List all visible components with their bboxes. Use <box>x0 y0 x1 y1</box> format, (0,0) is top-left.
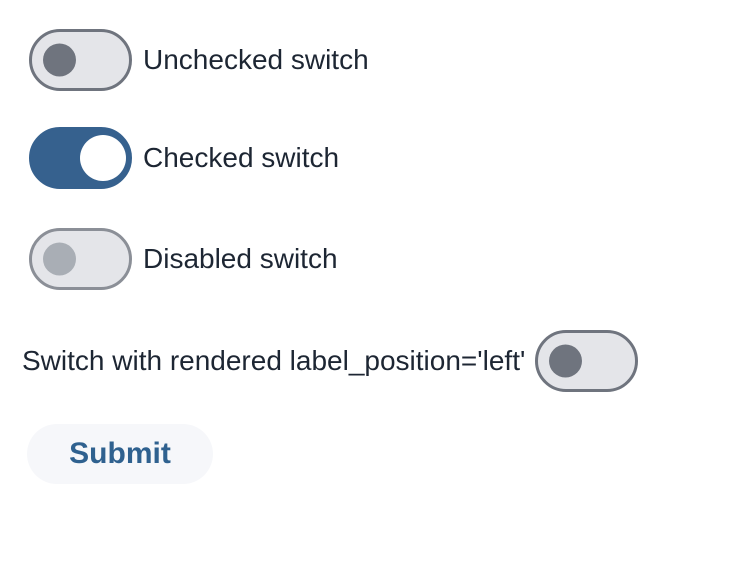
unchecked-switch-label: Unchecked switch <box>143 44 369 76</box>
switch-row-disabled: Disabled switch <box>29 228 338 290</box>
switch-knob <box>43 242 76 276</box>
switch-row-left-label: Switch with rendered label_position='lef… <box>22 330 639 392</box>
switch-knob <box>549 344 583 378</box>
left-label-switch-toggle[interactable] <box>535 330 639 392</box>
checked-switch-toggle[interactable] <box>29 127 132 189</box>
switch-knob <box>43 43 76 77</box>
disabled-switch-toggle <box>29 228 132 290</box>
checked-switch-label: Checked switch <box>143 142 340 174</box>
switch-knob <box>80 135 126 181</box>
submit-button[interactable]: Submit <box>27 424 213 484</box>
unchecked-switch-toggle[interactable] <box>29 29 132 91</box>
switch-row-unchecked: Unchecked switch <box>29 29 369 91</box>
disabled-switch-label: Disabled switch <box>143 243 338 275</box>
left-label-switch-label: Switch with rendered label_position='lef… <box>22 345 526 377</box>
switch-row-checked: Checked switch <box>29 127 339 189</box>
